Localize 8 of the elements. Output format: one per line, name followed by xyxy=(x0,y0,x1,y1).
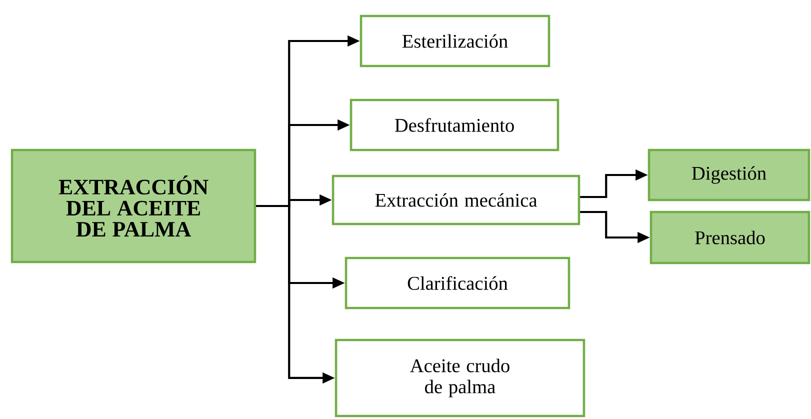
step-box: Prensado xyxy=(650,210,810,264)
step-box: Desfrutamiento xyxy=(350,98,560,152)
step-box: Digestión xyxy=(648,148,810,202)
process-box: EXTRACCIÓN DEL ACEITE DE PALMA xyxy=(10,148,256,264)
step-box: Extracción mecánica xyxy=(332,174,580,226)
step-box: Aceite crudo de palma xyxy=(334,338,586,418)
step-box: Esterilización xyxy=(360,14,550,68)
step-box: Clarificación xyxy=(344,256,570,310)
